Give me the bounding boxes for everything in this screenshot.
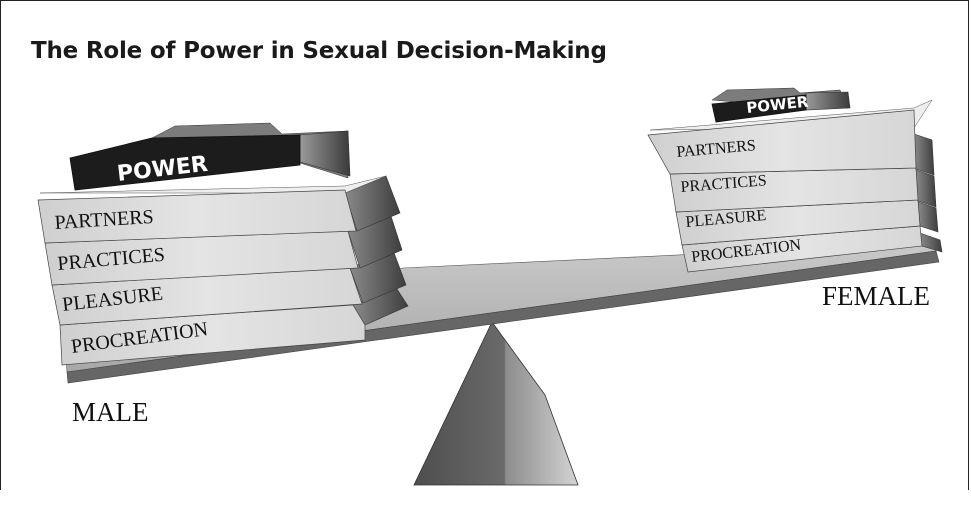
female-book-label-pleasure: PLEASURE (685, 207, 767, 231)
female-book-label-practices: PRACTICES (680, 172, 767, 196)
female-book-stack (647, 87, 943, 273)
female-book-label-partners: PARTNERS (676, 137, 757, 161)
male-book-stack (37, 122, 409, 366)
female-label: FEMALE (822, 281, 930, 311)
female-book-partners (647, 109, 917, 175)
fulcrum (413, 321, 579, 486)
male-book-partners (37, 189, 357, 244)
male-label: MALE (72, 397, 149, 427)
figure-frame (0, 0, 969, 490)
diagram-title: The Role of Power in Sexual Decision-Mak… (31, 38, 607, 64)
male-power-block (69, 122, 351, 191)
female-power-block (711, 87, 851, 123)
